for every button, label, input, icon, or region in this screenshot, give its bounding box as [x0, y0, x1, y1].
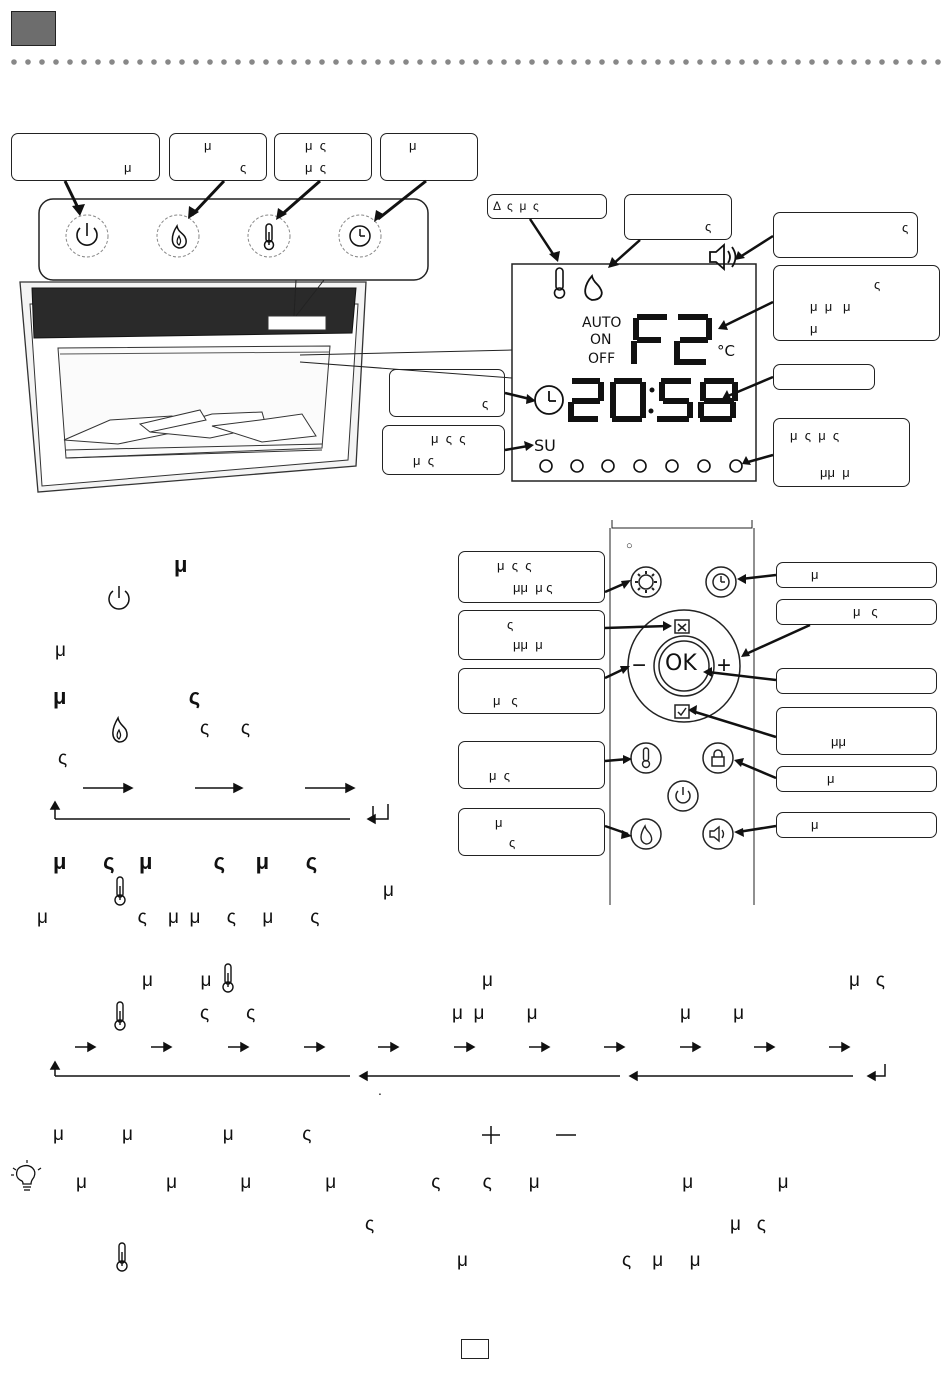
s4-text-1c: μ ς	[849, 970, 885, 991]
lcd-day: SU	[534, 436, 556, 455]
section-power-title: μ	[174, 552, 188, 577]
label-flame: μ ς	[169, 133, 267, 181]
remote-label-ok	[776, 668, 937, 694]
sound-button-icon[interactable]	[700, 816, 736, 852]
section-marker	[11, 11, 56, 46]
temp-text-1: μ	[383, 880, 394, 901]
remote-label-thermo: μ ς	[458, 741, 605, 789]
flame-icon[interactable]	[160, 217, 198, 255]
label-display-sound: ς	[773, 212, 918, 258]
remote-indicator: ○	[626, 540, 633, 552]
remote-label-confirm: μμ	[776, 707, 937, 755]
plus-minus-symbols	[482, 1126, 576, 1144]
remote-label-plus: μ ς	[776, 599, 937, 625]
remote-label-lock: μ	[776, 766, 937, 792]
s4-text-1a: μ μ	[142, 970, 212, 991]
power-inline-icon	[108, 586, 130, 610]
thermo-inline-icon-3	[114, 1001, 126, 1031]
thermo-button-icon[interactable]	[628, 740, 664, 776]
section-flame-title: μ ς	[53, 684, 201, 709]
s4-text-2c: μ μ	[680, 1003, 745, 1024]
s4-dot: .	[378, 1082, 382, 1098]
flame-cycle-arrows	[49, 782, 389, 825]
tip-text-1: μ μ μ μ ς ς μ μ μ	[76, 1172, 789, 1193]
section-temp-title: μ ς μ ς μ ς	[53, 849, 318, 874]
tip-text-3b: ς μ μ	[622, 1250, 701, 1271]
remote-label-timer: μ	[776, 562, 937, 588]
label-timer: μ	[380, 133, 478, 181]
remote-label-cancel: ς μμ μ	[458, 610, 605, 660]
fireplace-illustration	[19, 179, 774, 493]
settings-icon[interactable]	[628, 564, 664, 600]
tip-text-3a: μ	[457, 1250, 468, 1271]
power-text: μ	[55, 640, 66, 661]
remote-power-icon[interactable]	[665, 778, 701, 814]
lcd-on: ON	[590, 332, 612, 348]
remote-label-flame: μ ς	[458, 808, 605, 856]
power-icon[interactable]	[68, 217, 106, 255]
lcd-auto: AUTO	[582, 315, 622, 331]
label-power: μ	[11, 133, 160, 181]
flame-text-1: ς ς	[200, 718, 250, 739]
confirm-icon[interactable]	[673, 702, 691, 720]
thermo-inline-icon-4	[116, 1242, 128, 1272]
cancel-icon[interactable]	[673, 617, 691, 635]
thermometer-icon[interactable]	[250, 217, 288, 255]
minus-button[interactable]: −	[632, 652, 647, 679]
label-display-clock: ς	[389, 369, 505, 417]
temp-text-2: μ ς μ μ ς μ ς	[37, 907, 320, 928]
s4-text-2b: μ μ μ	[452, 1003, 538, 1024]
label-display-timer	[773, 364, 875, 390]
remote-label-minus: μ ς	[458, 668, 605, 714]
label-display-flame: ς	[624, 194, 732, 240]
flame-inline-icon	[112, 715, 128, 743]
flame-button-icon[interactable]	[628, 816, 664, 852]
plus-button[interactable]: +	[717, 652, 732, 679]
thermo-inline-icon-2	[222, 963, 234, 993]
lightbulb-icon	[11, 1160, 42, 1191]
remote-label-sound: μ	[776, 812, 937, 838]
lock-icon[interactable]	[700, 740, 736, 776]
tip-text-2b: μ ς	[730, 1214, 766, 1235]
remote-label-settings: μ ς ς μμ μ ς	[458, 551, 605, 603]
lcd-off: OFF	[588, 351, 616, 367]
label-display-day: μ ς ς μ ς	[382, 425, 505, 475]
tip-text-2a: ς	[365, 1214, 375, 1235]
s5-text: μ μ μ ς	[53, 1124, 312, 1145]
thermo-inline-icon	[114, 876, 126, 906]
label-temp: μ ς μ ς	[274, 133, 372, 181]
label-display-mode: ς μ μ μ μ	[773, 265, 940, 341]
timer-button-icon[interactable]	[703, 564, 739, 600]
dotted-divider	[11, 59, 941, 65]
label-display-temp: Δ ς μ ς	[487, 194, 607, 219]
ok-button[interactable]: OK	[665, 651, 697, 676]
clock-icon[interactable]	[341, 217, 379, 255]
label-display-days: μ ς μ ς μμ μ	[773, 418, 910, 487]
s4-text-2a: ς ς	[200, 1003, 256, 1024]
temp-cycle-arrows	[49, 1041, 886, 1082]
lcd-unit: °C	[717, 342, 735, 360]
s4-text-1b: μ	[482, 970, 493, 991]
flame-text-2: ς	[58, 748, 68, 769]
page-number	[461, 1339, 489, 1359]
